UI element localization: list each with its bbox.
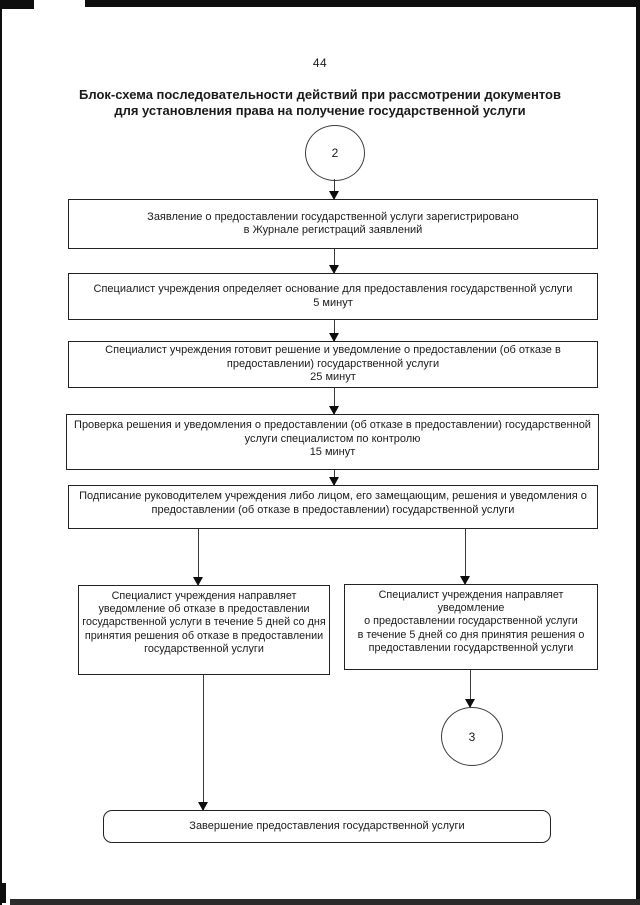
- scan-artifact-top-strip: [85, 0, 640, 7]
- connector-circle-2: 2: [305, 125, 365, 181]
- flowchart-title: Блок-схема последовательности действий п…: [79, 87, 561, 118]
- flow-arrow-down: [198, 675, 208, 811]
- step-send-grant-notice: Специалист учреждения направляет уведомл…: [344, 584, 598, 670]
- step-send-refusal-notice: Специалист учреждения направляет уведомл…: [78, 585, 330, 675]
- connector-circle-3: 3: [441, 707, 503, 766]
- scan-artifact-top-left: [0, 0, 34, 9]
- step-service-completed: Завершение предоставления государственно…: [103, 810, 551, 843]
- step-control-check: Проверка решения и уведомления о предост…: [66, 414, 599, 470]
- step-sign-decision: Подписание руководителем учреждения либо…: [68, 485, 598, 529]
- scan-artifact-left-line: [0, 0, 2, 905]
- flow-arrow-down: [329, 179, 339, 200]
- flow-arrow-down: [329, 470, 339, 486]
- step-application-registered: Заявление о предоставлении государственн…: [68, 199, 598, 249]
- flow-arrow-down: [329, 249, 339, 274]
- flow-arrow-down: [329, 320, 339, 342]
- scan-artifact-left-mark: [0, 883, 6, 903]
- flow-arrow-down: [329, 388, 339, 415]
- page-number: 44: [312, 56, 328, 70]
- flow-arrow-down-right: [460, 529, 470, 585]
- step-determine-basis: Специалист учреждения определяет основан…: [68, 273, 598, 320]
- step-prepare-decision: Специалист учреждения готовит решение и …: [68, 341, 598, 388]
- flow-arrow-down: [465, 670, 475, 708]
- flow-arrow-down-left: [193, 529, 203, 586]
- scan-artifact-bottom-strip: [10, 899, 640, 905]
- scan-artifact-right-line: [636, 0, 640, 905]
